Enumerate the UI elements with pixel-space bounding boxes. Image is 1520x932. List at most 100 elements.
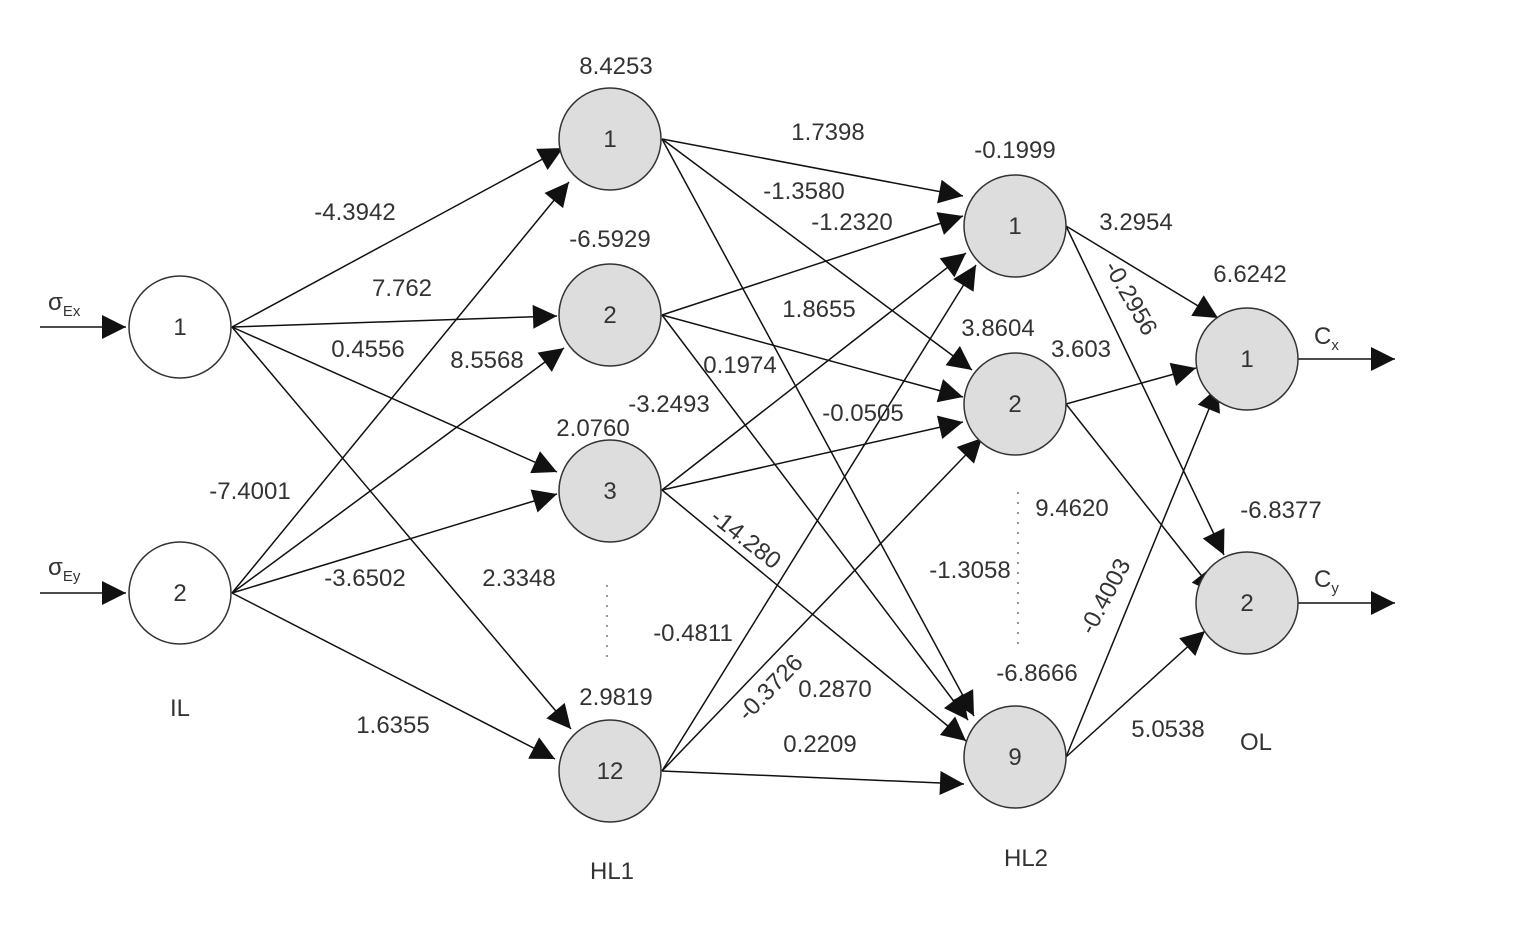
hl1-node-1-label: 1 xyxy=(603,126,616,153)
il-node-1 xyxy=(128,275,232,379)
edge-hl2-2-ol-2 xyxy=(1065,403,1217,595)
hl2-node-9-label: 9 xyxy=(1008,744,1021,771)
bias-labels: 8.4253 -6.5929 2.0760 2.9819 -0.1999 3.8… xyxy=(556,53,1321,711)
edge-il2-hl1-1 xyxy=(231,181,570,594)
ol-node-1 xyxy=(1195,307,1299,411)
weight-hl1-12-hl2-2: -0.3726 xyxy=(733,649,809,726)
edge-hl1-1-hl2-2 xyxy=(661,138,973,371)
weight-hl2-9-ol-1: -0.4003 xyxy=(1074,554,1136,639)
edge-il1-hl1-2 xyxy=(231,304,558,329)
hl1-node-3 xyxy=(558,439,662,543)
io-symbols: σEx σEy Cx Cy xyxy=(48,289,1339,597)
input-symbol-2-main: σ xyxy=(48,554,63,581)
weight-hl1-2-hl2-2: 0.1974 xyxy=(703,352,776,379)
weight-labels-il-hl1: -4.3942 7.762 0.4556 2.3348 -7.4001 8.55… xyxy=(209,199,555,739)
weight-hl1-3-hl2-2: 0.2870 xyxy=(798,676,871,703)
weight-hl1-1-hl2-1: 1.7398 xyxy=(791,119,864,146)
layer-label-il: IL xyxy=(170,695,190,722)
hl1-node-2-label: 2 xyxy=(603,302,616,329)
weight-hl1-3-hl2-9: -14.280 xyxy=(705,503,786,574)
edges-hl1-hl2 xyxy=(661,138,983,795)
weight-hl1-12-hl2-9: 0.2209 xyxy=(783,731,856,758)
edge-hl2-9-ol-1 xyxy=(1065,386,1220,758)
weight-hl1-2-hl2-1: -1.2320 xyxy=(811,209,892,236)
layer-label-hl2: HL2 xyxy=(1004,845,1048,872)
ellipsis-dots xyxy=(606,492,1019,665)
input-layer: 1 2 xyxy=(128,275,232,645)
output-symbol-2-main: C xyxy=(1314,566,1331,593)
edges-il-hl1 xyxy=(231,147,572,760)
edge-hl2-1-ol-1 xyxy=(1065,225,1219,319)
bias-hl2-9: -6.8666 xyxy=(996,660,1077,687)
output-symbol-1-sub: x xyxy=(1331,337,1339,354)
hl2-node-9 xyxy=(963,705,1067,809)
input-symbol-1-sub: Ex xyxy=(63,303,81,320)
weight-hl1-2-hl2-9: -3.2493 xyxy=(628,391,709,418)
edge-hl1-1-hl2-9 xyxy=(661,138,975,717)
layer-labels: IL HL1 HL2 OL xyxy=(170,695,1272,885)
input-symbol-2-sub: Ey xyxy=(63,568,81,585)
edge-il2-hl1-12 xyxy=(231,592,556,760)
il-node-1-label: 1 xyxy=(173,314,186,341)
il-node-2 xyxy=(128,541,232,645)
output-symbol-2: Cy xyxy=(1314,566,1339,597)
weight-hl1-1-hl2-2: -1.3580 xyxy=(763,178,844,205)
weight-labels-hl1-hl2: 1.7398 -1.3580 1.8655 -1.2320 0.1974 -3.… xyxy=(628,119,1010,758)
hl2-node-2 xyxy=(963,352,1067,456)
bias-hl1-1: 8.4253 xyxy=(579,53,652,80)
edge-hl2-9-ol-2 xyxy=(1065,630,1206,758)
bias-ol-2: -6.8377 xyxy=(1240,497,1321,524)
bias-ol-1: 6.6242 xyxy=(1213,261,1286,288)
ol-node-2-label: 2 xyxy=(1240,590,1253,617)
hl2-node-1-label: 1 xyxy=(1008,213,1021,240)
edge-hl1-12-hl2-9 xyxy=(661,770,965,795)
weight-il1-hl1-1: -4.3942 xyxy=(314,199,395,226)
weight-il1-hl1-3: 0.4556 xyxy=(331,336,404,363)
weight-il2-hl1-1: -7.4001 xyxy=(209,478,290,505)
edge-hl1-3-hl2-2 xyxy=(661,415,964,491)
input-symbol-2: σEy xyxy=(48,554,81,585)
output-symbol-2-sub: y xyxy=(1331,580,1339,597)
bias-hl1-2: -6.5929 xyxy=(569,226,650,253)
bias-hl1-12: 2.9819 xyxy=(579,684,652,711)
edge-il1-hl1-1 xyxy=(231,147,564,328)
edge-hl1-12-hl2-1 xyxy=(661,264,977,772)
output-symbol-1: Cx xyxy=(1314,323,1339,354)
weight-hl2-1-ol-2: -0.2956 xyxy=(1098,256,1162,340)
hidden-layer-1: 1 2 3 12 xyxy=(558,87,662,823)
input-symbol-1: σEx xyxy=(48,289,81,320)
input-symbol-1-main: σ xyxy=(48,289,63,316)
edge-hl1-3-hl2-1 xyxy=(661,252,967,491)
weight-hl1-12-hl2-1: -0.4811 xyxy=(653,620,733,647)
ol-node-1-label: 1 xyxy=(1240,346,1253,373)
hl1-node-12 xyxy=(558,719,662,823)
edge-hl2-1-ol-2 xyxy=(1065,225,1225,556)
edge-il2-hl1-3 xyxy=(231,489,558,594)
edge-hl2-2-ol-1 xyxy=(1065,362,1197,405)
edge-hl1-2-hl2-2 xyxy=(661,314,964,403)
weight-il2-hl1-3: -3.6502 xyxy=(324,565,405,592)
output-layer: 1 2 xyxy=(1195,307,1299,655)
bias-hl1-3: 2.0760 xyxy=(556,415,629,442)
bias-hl2-1: -0.1999 xyxy=(974,137,1055,164)
edges-hl2-ol xyxy=(1065,225,1225,758)
weight-il1-hl1-2: 7.762 xyxy=(372,275,432,302)
weight-unlabeled-1: -1.3058 xyxy=(929,557,1010,584)
weight-hl1-1-hl2-9: 1.8655 xyxy=(782,296,855,323)
hl2-node-1 xyxy=(963,174,1067,278)
weight-il1-hl1-12: 2.3348 xyxy=(482,565,555,592)
weight-il2-hl1-12: 1.6355 xyxy=(356,712,429,739)
layer-label-ol: OL xyxy=(1240,729,1272,756)
edge-il1-hl1-3 xyxy=(231,326,558,474)
layer-label-hl1: HL1 xyxy=(590,858,634,885)
edge-hl1-2-hl2-9 xyxy=(661,314,969,721)
hl2-node-2-label: 2 xyxy=(1008,391,1021,418)
bias-hl2-2: 3.8604 xyxy=(961,315,1034,342)
edge-hl1-3-hl2-9 xyxy=(661,489,967,742)
hl1-node-2 xyxy=(558,263,662,367)
weight-hl1-3-hl2-1: -0.0505 xyxy=(822,400,903,427)
weight-hl2-2-ol-2: 9.4620 xyxy=(1035,495,1108,522)
weight-hl2-9-ol-2: 5.0538 xyxy=(1131,716,1204,743)
